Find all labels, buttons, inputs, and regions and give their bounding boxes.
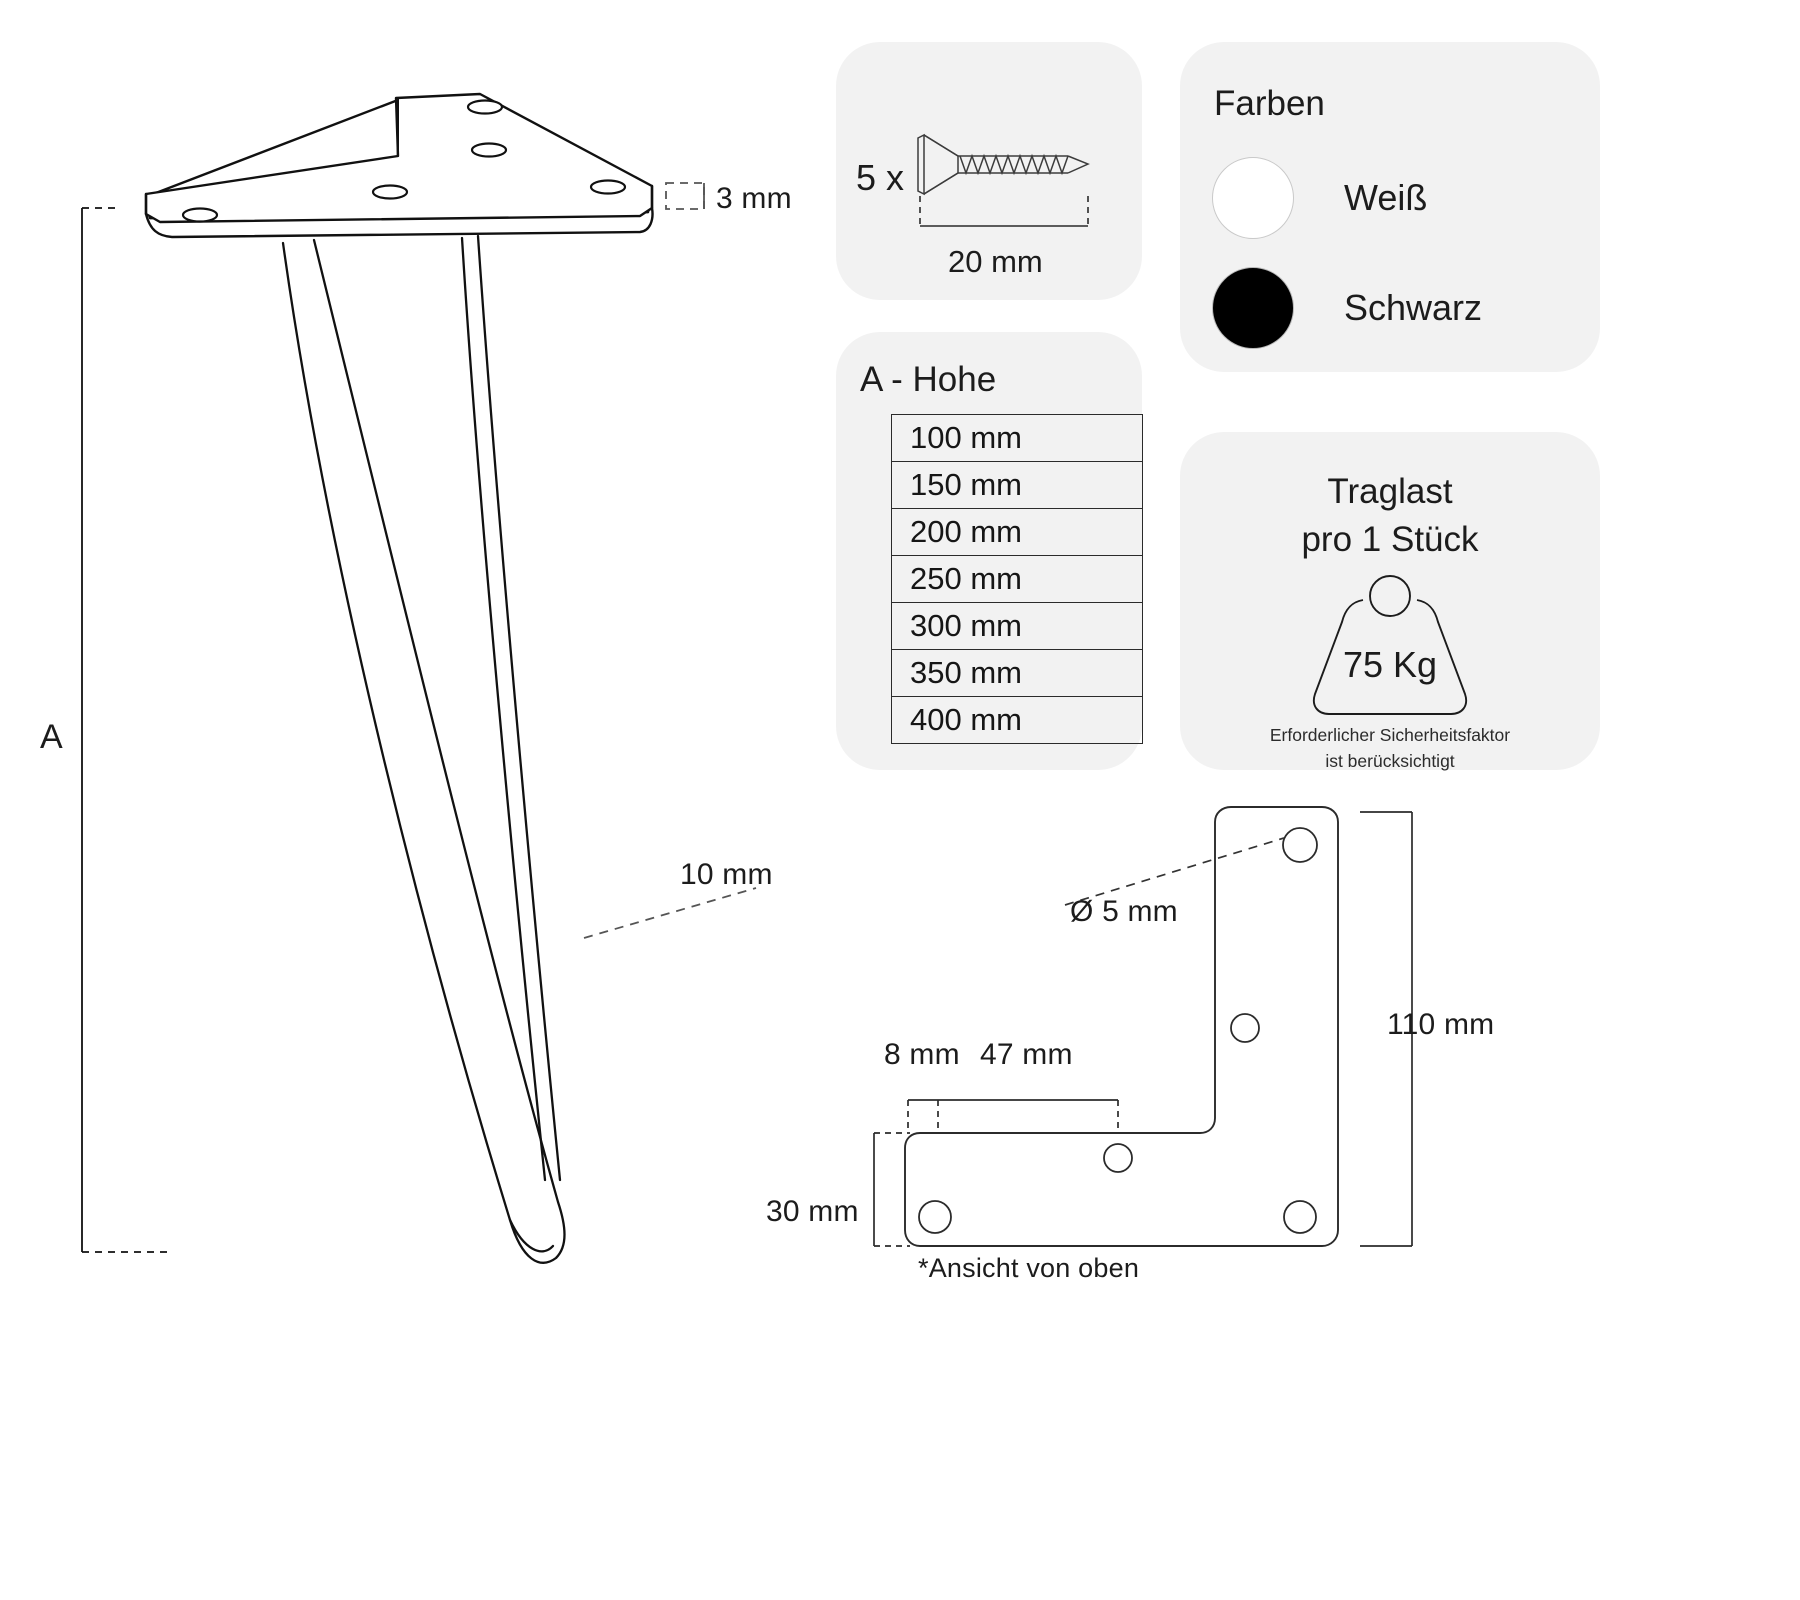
screw-length-dimension — [919, 196, 1089, 227]
load-card-note-line2: ist berücksichtigt — [1325, 751, 1455, 771]
load-capacity-card: Traglast pro 1 Stück 75 Kg Erforderliche… — [1180, 432, 1600, 771]
top-view-caption: *Ansicht von oben — [918, 1253, 1140, 1283]
table-row[interactable]: 400 mm — [892, 697, 1142, 744]
top-view-drawing — [873, 806, 1413, 1247]
table-row[interactable]: 300 mm — [892, 603, 1142, 650]
colors-card-title: Farben — [1214, 84, 1325, 123]
colors-card: Farben Weiß Schwarz — [1180, 42, 1600, 372]
top-view-depth-label: 30 mm — [766, 1195, 859, 1228]
hole-diameter-label: Ø 5 mm — [1070, 895, 1178, 928]
color-swatch-white-icon[interactable] — [1212, 157, 1294, 239]
screw-card: 5 x — [836, 42, 1142, 300]
height-card-title: A - Hohe — [860, 360, 997, 399]
rod-diameter-leader — [583, 887, 757, 939]
color-option-white[interactable]: Weiß — [1212, 157, 1427, 239]
load-card-note-line1: Erforderlicher Sicherheitsfaktor — [1269, 725, 1511, 745]
top-view-span-label: 47 mm — [980, 1038, 1073, 1071]
top-view-edge-label: 8 mm — [884, 1038, 960, 1071]
screw-length-label: 20 mm — [948, 244, 1043, 279]
rod-diameter-label: 10 mm — [680, 858, 773, 891]
table-row[interactable]: 200 mm — [892, 509, 1142, 556]
plate-thickness-label: 3 mm — [716, 182, 792, 215]
height-dimension-label: A — [40, 718, 63, 756]
load-card-title-line2: pro 1 Stück — [1301, 520, 1479, 559]
color-swatch-black-icon[interactable] — [1212, 267, 1294, 349]
color-option-black-label: Schwarz — [1344, 287, 1483, 328]
height-card: A - Hohe 100 mm 150 mm 200 mm 250 mm 300… — [836, 332, 1143, 770]
table-row[interactable]: 250 mm — [892, 556, 1142, 603]
top-view-height-label: 110 mm — [1387, 1008, 1495, 1041]
plate-thickness-leader — [665, 182, 705, 210]
table-row[interactable]: 350 mm — [892, 650, 1142, 697]
color-option-black[interactable]: Schwarz — [1212, 267, 1482, 349]
countersunk-screw-icon — [917, 133, 1090, 196]
table-row[interactable]: 100 mm — [892, 415, 1142, 462]
height-options-table: 100 mm 150 mm 200 mm 250 mm 300 mm 350 m… — [891, 414, 1143, 744]
load-capacity-value: 75 Kg — [1342, 644, 1438, 685]
screw-quantity-label: 5 x — [856, 157, 905, 198]
table-row[interactable]: 150 mm — [892, 462, 1142, 509]
load-card-title-line1: Traglast — [1327, 472, 1453, 511]
weight-icon — [1313, 575, 1467, 715]
color-option-white-label: Weiß — [1344, 177, 1428, 218]
hairpin-leg-drawing — [81, 92, 654, 1264]
